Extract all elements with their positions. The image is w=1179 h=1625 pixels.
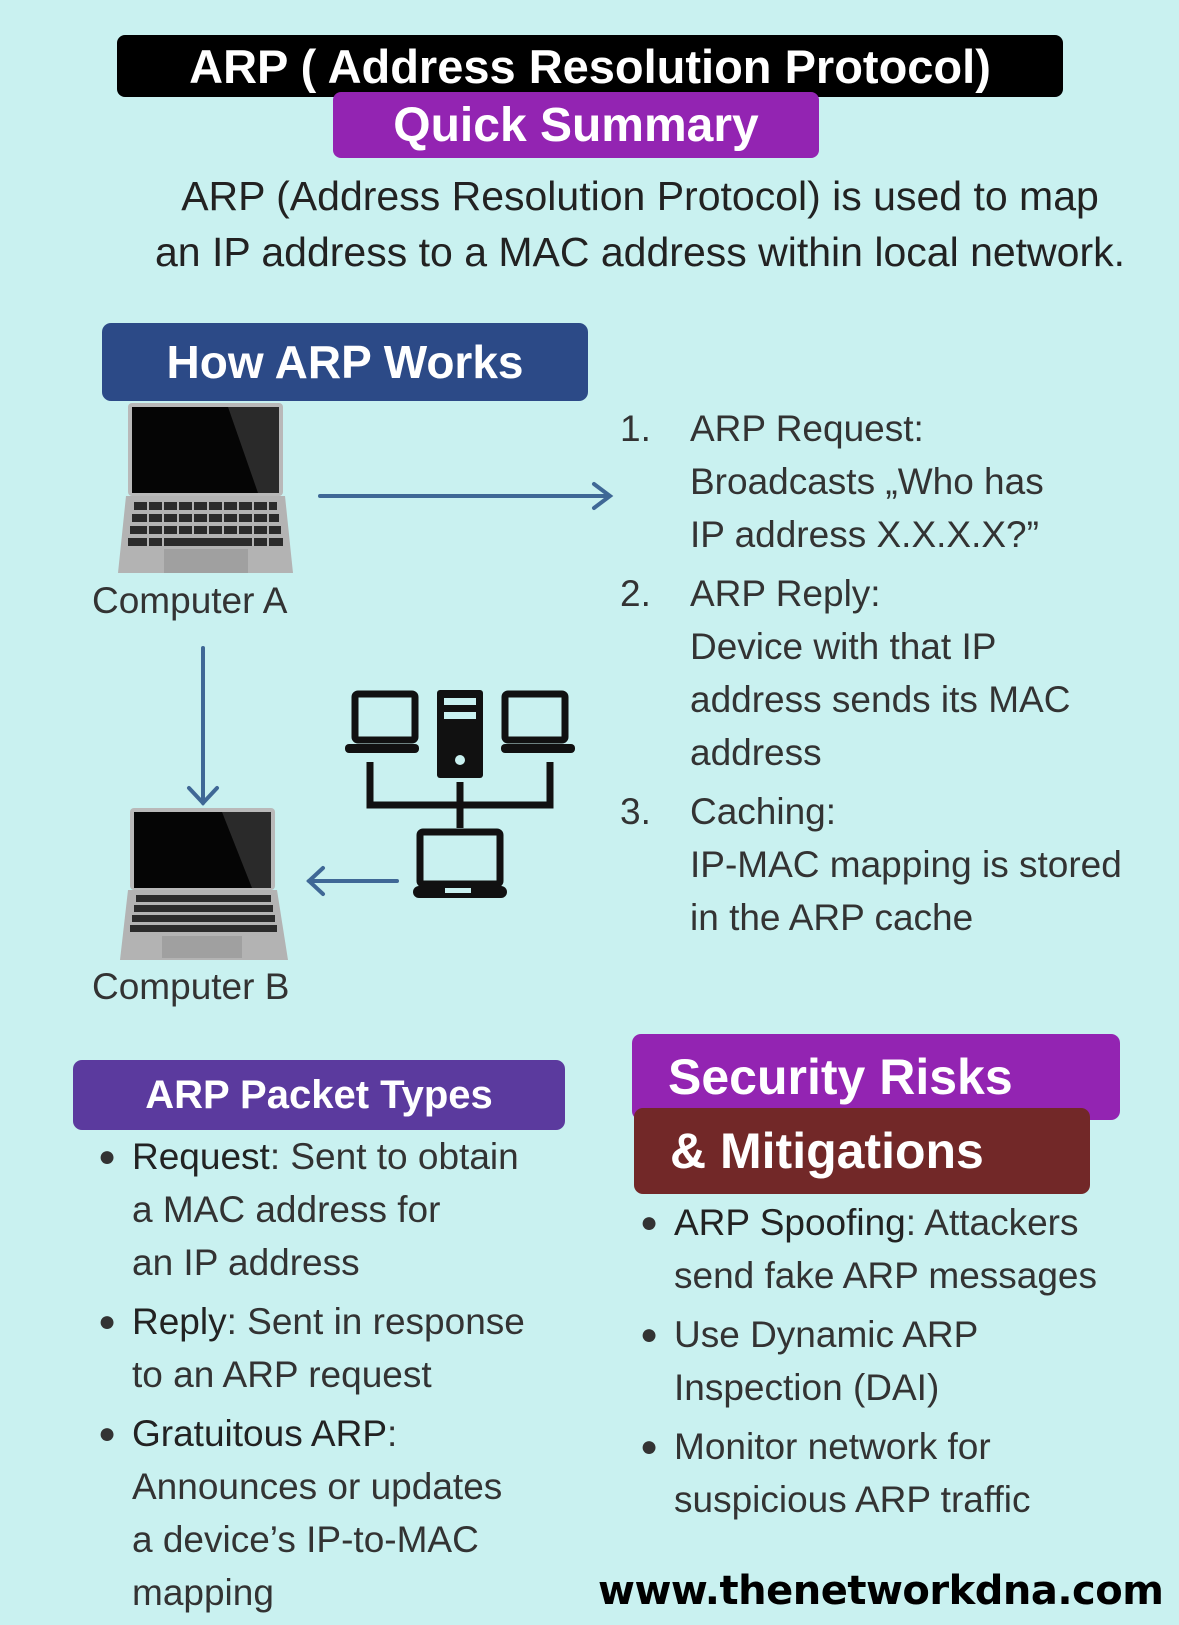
item-text: Monitor network for [674, 1426, 991, 1467]
item-text: : Attackers [905, 1202, 1079, 1243]
item-text: : Sent in response [226, 1301, 525, 1342]
list-item: ● Gratuitous ARP: Announces or updates a… [98, 1407, 588, 1619]
item-term: ARP Spoofing [674, 1202, 906, 1243]
step-line: address sends its MAC [690, 679, 1071, 720]
laptop-icon [120, 808, 288, 960]
step-number: 3. [620, 791, 651, 832]
page-subtitle: Quick Summary [333, 92, 819, 158]
item-text: suspicious ARP traffic [674, 1479, 1031, 1520]
list-item: ● ARP Spoofing: Attackers send fake ARP … [640, 1196, 1179, 1302]
item-text: send fake ARP messages [674, 1255, 1098, 1296]
security-list: ● ARP Spoofing: Attackers send fake ARP … [640, 1196, 1179, 1532]
item-text: : Sent to obtain [269, 1136, 519, 1177]
item-text: to an ARP request [132, 1354, 432, 1395]
step-item: 1. ARP Request: Broadcasts „Who has IP a… [620, 402, 1179, 561]
step-line: address [690, 732, 822, 773]
packet-types-heading: ARP Packet Types [73, 1060, 565, 1130]
network-topology-icon [345, 690, 575, 898]
bullet-icon: ● [98, 1417, 117, 1450]
intro-text: ARP (Address Resolution Protocol) is use… [105, 168, 1175, 280]
item-text: mapping [132, 1572, 274, 1613]
item-text: a MAC address for [132, 1189, 441, 1230]
bullet-icon: ● [640, 1206, 659, 1239]
packet-types-list: ● Request: Sent to obtain a MAC address … [98, 1130, 588, 1625]
arrow-down-icon [187, 646, 219, 806]
bullet-icon: ● [98, 1140, 117, 1173]
list-item: ● Use Dynamic ARP Inspection (DAI) [640, 1308, 1179, 1414]
step-line: IP address X.X.X.X?” [690, 514, 1039, 555]
item-term: Gratuitous ARP [132, 1413, 388, 1454]
step-line: IP-MAC mapping is stored [690, 844, 1122, 885]
intro-line-1: ARP (Address Resolution Protocol) is use… [181, 173, 1099, 219]
step-item: 2. ARP Reply: Device with that IP addres… [620, 567, 1179, 779]
item-text: Use Dynamic ARP [674, 1314, 979, 1355]
item-text: a device’s IP-to-MAC [132, 1519, 479, 1560]
list-item: ● Request: Sent to obtain a MAC address … [98, 1130, 588, 1289]
item-text: an IP address [132, 1242, 360, 1283]
how-arp-works-heading: How ARP Works [102, 323, 588, 401]
step-title: ARP Request: [690, 408, 924, 449]
step-item: 3. Caching: IP-MAC mapping is stored in … [620, 785, 1179, 944]
arp-steps-list: 1. ARP Request: Broadcasts „Who has IP a… [620, 402, 1179, 950]
step-line: Device with that IP [690, 626, 997, 667]
footer-website-link[interactable]: www.thenetworkdna.com [598, 1568, 1164, 1614]
item-text: : [387, 1413, 398, 1454]
intro-line-2: an IP address to a MAC address within lo… [154, 229, 1126, 275]
arrow-left-icon [306, 866, 399, 896]
step-line: Broadcasts „Who has [690, 461, 1044, 502]
security-heading-line-2: & Mitigations [634, 1108, 1090, 1194]
step-title: Caching: [690, 791, 837, 832]
item-term: Request [132, 1136, 270, 1177]
computer-a-label: Computer A [92, 580, 288, 621]
computer-b-label: Computer B [92, 966, 290, 1007]
step-number: 2. [620, 573, 651, 614]
bullet-icon: ● [640, 1318, 659, 1351]
step-number: 1. [620, 408, 651, 449]
step-title: ARP Reply: [690, 573, 881, 614]
laptop-icon [118, 403, 293, 573]
bullet-icon: ● [98, 1305, 117, 1338]
item-term: Reply [132, 1301, 227, 1342]
item-text: Announces or updates [132, 1466, 503, 1507]
page-title: ARP ( Address Resolution Protocol) [117, 35, 1063, 97]
arrow-right-icon [318, 482, 614, 510]
list-item: ● Reply: Sent in response to an ARP requ… [98, 1295, 588, 1401]
security-heading-line-1: Security Risks [632, 1034, 1120, 1120]
list-item: ● Monitor network for suspicious ARP tra… [640, 1420, 1179, 1526]
item-text: Inspection (DAI) [674, 1367, 940, 1408]
step-line: in the ARP cache [690, 897, 974, 938]
bullet-icon: ● [640, 1430, 659, 1463]
